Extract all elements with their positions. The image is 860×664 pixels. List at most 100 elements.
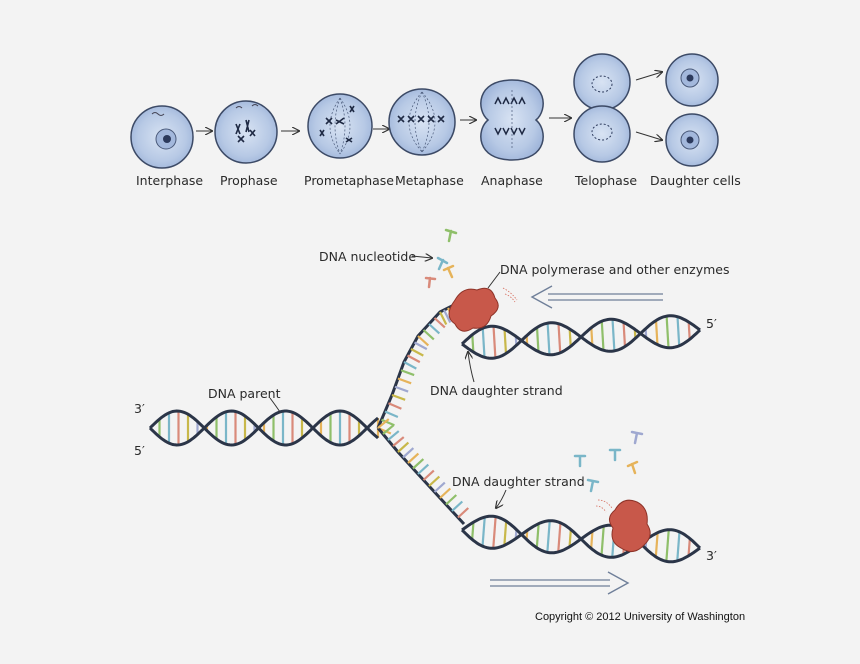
telophase-cell <box>573 53 631 163</box>
base-pair <box>503 329 508 354</box>
prometaphase-label: Prometaphase <box>304 173 394 188</box>
dna-daughter-strand-upper-label: DNA daughter strand <box>430 383 563 398</box>
unpaired-base <box>443 309 452 324</box>
unpaired-base <box>394 385 409 393</box>
daughter-lower-pointer <box>496 489 507 508</box>
unpaired-base <box>377 418 390 429</box>
dna-daughter-strand-lower-label: DNA daughter strand <box>452 474 585 489</box>
unpaired-base <box>417 335 430 347</box>
polymerase-enzyme-lower <box>595 499 651 552</box>
base-pair <box>676 316 681 346</box>
base-pair <box>481 328 486 358</box>
nucleotide-pointer <box>411 256 432 258</box>
unpaired-base <box>406 354 421 364</box>
unpaired-base <box>439 487 452 499</box>
parent-pointer <box>269 397 281 413</box>
unpaired-base <box>384 410 399 418</box>
dna-parent-label: DNA parent <box>208 386 281 401</box>
lower-daughter-helix <box>460 514 702 564</box>
free-nucleotides-upper <box>424 228 458 289</box>
sugar-phosphate-backbone <box>461 514 701 564</box>
base-pair <box>590 327 594 346</box>
base-pair <box>654 320 659 345</box>
sugar-phosphate-backbone <box>148 409 379 447</box>
sugar-phosphate-backbone <box>148 409 379 447</box>
base-pair <box>492 516 497 549</box>
unpaired-base <box>457 507 470 519</box>
fork-lower-strand <box>376 418 470 526</box>
base-pair <box>568 529 572 547</box>
base-pair <box>654 532 659 557</box>
upper-daughter-helix <box>460 314 702 360</box>
base-pair <box>665 529 670 562</box>
copyright-notice: Copyright © 2012 University of Washingto… <box>535 611 746 623</box>
unpaired-base <box>381 418 395 427</box>
polymerase-pointer <box>487 271 501 289</box>
dna-polymerase-label: DNA polymerase and other enzymes <box>500 262 730 277</box>
interphase-cell <box>130 105 194 169</box>
base-pair <box>481 517 486 547</box>
unpaired-base <box>413 341 428 351</box>
unpaired-base <box>451 500 464 512</box>
unpaired-base <box>433 317 446 329</box>
dna-replication: DNA nucleotide DNA polymerase and other … <box>134 228 730 595</box>
base-pair <box>557 323 562 353</box>
unpaired-base <box>392 436 405 447</box>
polymerase-enzyme-upper <box>448 287 518 332</box>
metaphase-label: Metaphase <box>395 173 464 188</box>
base-pair <box>676 531 681 561</box>
base-pair <box>503 521 508 546</box>
prophase-label: Prophase <box>220 173 278 188</box>
unpaired-base <box>397 441 410 453</box>
unpaired-base <box>428 323 441 335</box>
metaphase-cell <box>388 88 456 156</box>
anaphase-label: Anaphase <box>481 173 543 188</box>
unpaired-base <box>433 481 446 493</box>
anaphase-cell <box>480 79 544 161</box>
base-pair <box>665 316 670 348</box>
base-pair <box>622 322 627 347</box>
unpaired-base <box>422 329 435 341</box>
unpaired-base <box>407 452 420 464</box>
base-pair <box>546 520 551 553</box>
prometaphase-cell <box>307 93 373 159</box>
unpaired-base <box>397 377 412 385</box>
mitosis-row: Interphase Prophase Prometaphase Metapha… <box>130 53 741 188</box>
interphase-label: Interphase <box>136 173 203 188</box>
base-pair <box>535 327 540 352</box>
base-pair <box>471 522 475 540</box>
daughter-cells-label: Daughter cells <box>650 173 741 188</box>
base-pair <box>535 523 540 548</box>
base-pair <box>687 538 691 556</box>
sugar-phosphate-backbone <box>460 317 702 357</box>
base-pair <box>546 323 551 355</box>
base-pair <box>471 334 475 353</box>
dna-nucleotide-label: DNA nucleotide <box>319 249 416 264</box>
unpaired-base <box>422 469 435 481</box>
base-pair <box>568 328 572 347</box>
three-prime-right-label: 3′ <box>706 548 717 563</box>
telophase-label: Telophase <box>574 173 637 188</box>
base-pair <box>611 319 616 351</box>
unpaired-base <box>417 463 430 475</box>
unpaired-base <box>412 458 425 470</box>
daughter-cells <box>665 53 719 167</box>
lower-direction-arrow <box>490 571 630 595</box>
unpaired-base <box>439 311 448 326</box>
upper-direction-arrow <box>530 285 663 309</box>
three-prime-left-label: 3′ <box>134 401 145 416</box>
unpaired-base <box>428 475 441 487</box>
unpaired-base <box>403 361 417 370</box>
unpaired-base <box>391 393 406 401</box>
unpaired-base <box>400 369 415 377</box>
base-pair <box>492 326 497 358</box>
base-pair <box>600 321 605 351</box>
daughter-upper-pointer <box>468 352 475 383</box>
dna-parent-helix <box>148 409 380 447</box>
unpaired-base <box>402 447 415 459</box>
base-pair <box>687 321 691 340</box>
base-pair <box>600 526 605 556</box>
base-pair <box>590 531 594 549</box>
free-nucleotides-lower <box>573 430 644 493</box>
